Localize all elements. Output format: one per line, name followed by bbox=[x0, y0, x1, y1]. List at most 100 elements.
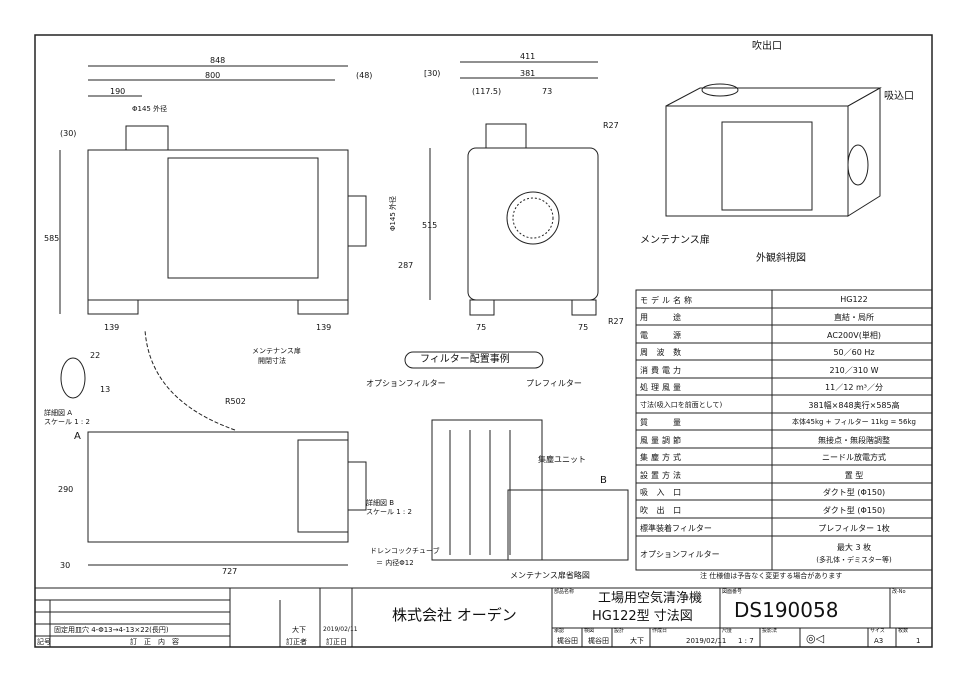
revision-no-label: 改-No bbox=[892, 589, 906, 595]
spec-label: 寸法(吸入口を前面として) bbox=[640, 401, 723, 409]
dim-381: 381 bbox=[520, 69, 536, 78]
sheet-label: 枚数 bbox=[898, 628, 909, 634]
dim-290: 290 bbox=[58, 485, 74, 494]
dim-287: 287 bbox=[398, 261, 414, 270]
perspective-caption: 外観斜視図 bbox=[756, 253, 806, 264]
spec-value: HG122 bbox=[840, 295, 868, 304]
spec-value: ニードル放電方式 bbox=[822, 453, 886, 462]
dim-190: 190 bbox=[110, 87, 126, 96]
dim-30-side: [30) bbox=[424, 69, 441, 78]
dim-800: 800 bbox=[205, 71, 221, 80]
filter-example-title: フィルター配置事例 bbox=[420, 354, 510, 365]
spec-label: モデル名称 bbox=[640, 296, 695, 305]
drawing-no-label: 図面番号 bbox=[722, 589, 743, 595]
scale-value: 1 : 7 bbox=[738, 637, 754, 645]
spec-value: プレフィルター 1枚 bbox=[818, 524, 890, 533]
checked-by: 梶谷田 bbox=[588, 637, 609, 645]
dim-75-right: 75 bbox=[578, 323, 589, 332]
revision-by: 大下 bbox=[292, 626, 306, 634]
detail-a-scale: スケール 1 : 2 bbox=[44, 418, 90, 426]
top-view bbox=[60, 329, 367, 566]
dim-phi145-side: Φ145 外径 bbox=[389, 195, 398, 232]
checked-label: 検図 bbox=[584, 628, 595, 634]
approved-by: 梶谷田 bbox=[557, 637, 578, 645]
spec-label: 風量調節 bbox=[640, 436, 684, 445]
projection-label: 投影法 bbox=[762, 628, 778, 634]
created-date: 2019/02/11 bbox=[686, 637, 727, 645]
label-b: B bbox=[600, 475, 607, 486]
part-name-label: 部品名称 bbox=[554, 589, 575, 595]
label-option-filter: オプションフィルター bbox=[366, 379, 446, 388]
detail-a-title: 詳細図 A bbox=[44, 409, 73, 417]
header-by: 訂正者 bbox=[286, 638, 307, 646]
spec-value-sub: (多孔体・デミスター等) bbox=[816, 556, 892, 564]
dim-r502: R502 bbox=[225, 397, 246, 406]
spec-value: 無接点・無段階調整 bbox=[818, 436, 890, 445]
dim-13: 13 bbox=[100, 385, 111, 394]
drain-note-2: ＝ 内径Φ12 bbox=[376, 559, 414, 567]
header-content: 訂 正 内 容 bbox=[130, 638, 179, 646]
dim-30: (30) bbox=[60, 129, 77, 138]
label-inlet: 吸込口 bbox=[884, 91, 914, 102]
spec-value: 210／310 W bbox=[829, 366, 879, 375]
company-name: 株式会社 オーデン bbox=[392, 606, 517, 624]
front-view bbox=[59, 65, 367, 315]
spec-label: 消費電力 bbox=[640, 366, 684, 375]
designed-by: 大下 bbox=[630, 637, 644, 645]
dim-22: 22 bbox=[90, 351, 101, 360]
dim-411: 411 bbox=[520, 52, 536, 61]
spec-value: 直結・局所 bbox=[834, 313, 874, 322]
spec-value: 381幅×848奥行×585高 bbox=[808, 401, 900, 410]
dim-139-left: 139 bbox=[104, 323, 120, 332]
spec-value: 11／12 m³／分 bbox=[825, 383, 883, 392]
dim-585: 585 bbox=[44, 234, 60, 243]
revision-content: 固定用皿穴 4-Φ13→4-13×22(長円) bbox=[54, 626, 169, 634]
spec-label: 電 源 bbox=[640, 331, 684, 340]
spec-label: 設置方法 bbox=[640, 471, 684, 480]
revision-date: 2019/02/11 bbox=[323, 626, 358, 633]
spec-note: 注 仕様値は予告なく変更する場合があります bbox=[700, 572, 843, 580]
dim-73: 73 bbox=[542, 87, 553, 96]
spec-label: オプションフィルター bbox=[640, 550, 720, 559]
third-angle-projection-icon: ◎◁ bbox=[806, 632, 825, 645]
spec-label: 処理風量 bbox=[640, 383, 684, 392]
label-pre-filter: プレフィルター bbox=[526, 379, 582, 388]
spec-label: 周 波 数 bbox=[640, 348, 685, 357]
label-dust-unit: 集塵ユニット bbox=[538, 455, 586, 464]
filter-example bbox=[404, 351, 629, 561]
sheet-count: 1 bbox=[916, 637, 921, 645]
dim-515: 515 bbox=[422, 221, 438, 230]
label-outlet: 吹出口 bbox=[752, 41, 782, 52]
part-name-1: 工場用空気清浄機 bbox=[598, 591, 703, 606]
header-date: 訂正日 bbox=[326, 638, 347, 646]
spec-label: 集塵方式 bbox=[640, 453, 684, 462]
side-view bbox=[429, 61, 599, 316]
dim-139-right: 139 bbox=[316, 323, 332, 332]
dim-75-left: 75 bbox=[476, 323, 487, 332]
spec-value: ダクト型 (Φ150) bbox=[822, 506, 886, 515]
spec-label: 質 量 bbox=[640, 418, 684, 427]
spec-label: 標準装着フィルター bbox=[640, 524, 712, 533]
door-note-2: 開閉寸法 bbox=[258, 357, 286, 365]
spec-table-lines bbox=[635, 289, 933, 571]
filter-example-caption: メンテナンス扉省略図 bbox=[510, 571, 590, 580]
label-maintenance-door: メンテナンス扉 bbox=[640, 235, 710, 246]
dim-117-5: (117.5) bbox=[472, 87, 502, 96]
spec-value: 置 型 bbox=[844, 471, 864, 480]
spec-value: AC200V(単相) bbox=[827, 331, 881, 340]
door-note-1: メンテナンス扉 bbox=[252, 347, 301, 355]
dim-phi145: Φ145 外径 bbox=[132, 105, 168, 113]
spec-value: ダクト型 (Φ150) bbox=[822, 488, 886, 497]
dim-30-top: 30 bbox=[60, 561, 71, 570]
perspective-view bbox=[665, 83, 882, 217]
spec-label: 吸 入 口 bbox=[640, 488, 685, 497]
dim-48: (48) bbox=[356, 71, 373, 80]
designed-label: 設計 bbox=[614, 628, 625, 634]
spec-label: 吹 出 口 bbox=[640, 506, 685, 515]
paper-size: A3 bbox=[874, 637, 884, 645]
dim-848: 848 bbox=[210, 56, 226, 65]
spec-value: 50／60 Hz bbox=[833, 348, 875, 357]
dim-727: 727 bbox=[222, 567, 238, 576]
